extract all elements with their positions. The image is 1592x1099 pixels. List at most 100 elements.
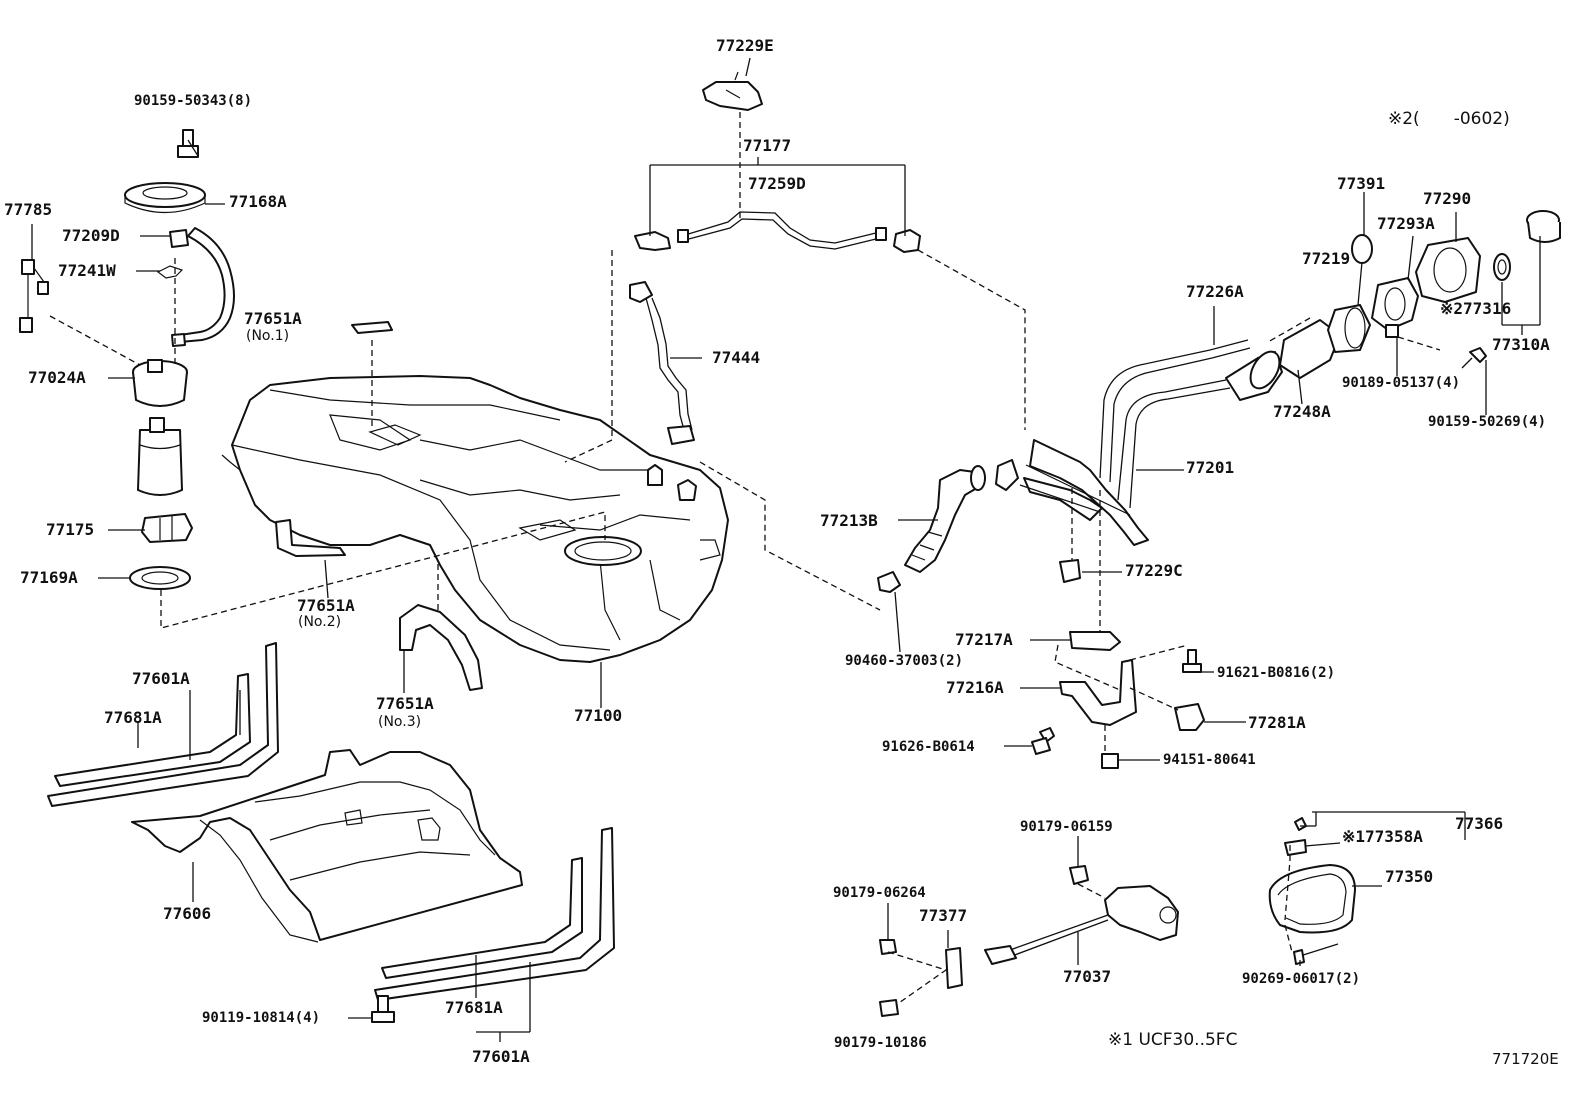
filter-77175 xyxy=(141,513,193,543)
label-77168A: 77168A xyxy=(229,192,287,211)
bolt-90119-10814 xyxy=(371,995,395,1023)
label-77293A: 77293A xyxy=(1377,214,1435,233)
label-77216A: 77216A xyxy=(946,678,1004,697)
gasket-77169A xyxy=(129,566,191,590)
clip-77241W xyxy=(156,265,184,279)
label-77444: 77444 xyxy=(712,348,761,367)
nut-90179-06264 xyxy=(879,939,897,955)
label-90269-06017: 90269-06017(2) xyxy=(1242,971,1361,987)
cap-77310A xyxy=(1526,210,1561,243)
breather-hose-77248A xyxy=(1279,319,1341,379)
fuel-tank-77100 xyxy=(221,375,729,663)
filler-pipe-77201 xyxy=(1019,339,1283,546)
label-77391: 77391 xyxy=(1337,174,1386,193)
label-77259D: 77259D xyxy=(748,174,806,193)
label-77213B: 77213B xyxy=(820,511,878,530)
bracket-77217A xyxy=(1069,631,1121,651)
label-90189-05137: 90189-05137(4) xyxy=(1342,375,1461,391)
label-90179-06159: 90179-06159 xyxy=(1020,819,1113,835)
clamp-90460-37003 xyxy=(877,459,1019,593)
label-77219: 77219 xyxy=(1302,249,1351,268)
label-77606: 77606 xyxy=(163,904,212,923)
nut-94151-80641 xyxy=(1101,753,1119,769)
label-77651A-no3: 77651A xyxy=(376,694,434,713)
label-77366: 77366 xyxy=(1455,814,1504,833)
label-77217A: 77217A xyxy=(955,630,1013,649)
gasket-77391 xyxy=(1351,234,1373,264)
label-90179-10186: 90179-10186 xyxy=(834,1035,927,1051)
bracket-77216A xyxy=(1059,659,1137,726)
bolt-90159-50343 xyxy=(177,129,199,158)
fuel-door-77350 xyxy=(1268,864,1356,934)
vent-tube-77259D xyxy=(634,211,921,253)
label-77100: 77100 xyxy=(574,706,623,725)
label-77651A-no1: 77651A xyxy=(244,309,302,328)
label-77601A-lower: 77601A xyxy=(472,1047,530,1066)
label-77209D: 77209D xyxy=(62,226,120,245)
label-77358A: ※177358A xyxy=(1342,827,1423,846)
retainer-ring-77168A xyxy=(124,182,206,214)
label-77024A: 77024A xyxy=(28,368,86,387)
gasket-77316 xyxy=(1493,253,1511,281)
label-77229C: 77229C xyxy=(1125,561,1183,580)
label-77601A-upper: 77601A xyxy=(132,669,190,688)
lock-actuator-77037 xyxy=(984,885,1179,965)
label-91621-B0816: 91621-B0816(2) xyxy=(1217,665,1336,681)
screw-90269-06017 xyxy=(1293,943,1339,965)
packing-77293A xyxy=(1371,277,1419,331)
tube-77444 xyxy=(629,281,695,445)
label-77651A-no1-sub: (No.1) xyxy=(246,328,290,344)
label-94151-80641: 94151-80641 xyxy=(1163,752,1256,768)
label-77651A-no3-sub: (No.3) xyxy=(378,714,422,730)
label-77316: ※277316 xyxy=(1440,299,1512,318)
diagram-id: 771720E xyxy=(1492,1050,1559,1068)
bracket-77377 xyxy=(945,947,963,989)
gauge-sender-77785 xyxy=(19,259,49,333)
pump-bracket-77024A xyxy=(132,359,188,407)
label-90119-10814: 90119-10814(4) xyxy=(202,1010,321,1026)
fuel-line-tube-77209D xyxy=(169,227,235,347)
label-77290: 77290 xyxy=(1423,189,1472,208)
label-77651A-no2: 77651A xyxy=(297,596,355,615)
label-77241W: 77241W xyxy=(58,261,116,280)
leader-lines xyxy=(31,57,1541,1042)
cushion-77358A xyxy=(1284,839,1307,856)
grommet-90179-06159 xyxy=(1069,865,1089,885)
note-2: ※2( -0602) xyxy=(1388,109,1510,129)
label-77350: 77350 xyxy=(1385,867,1434,886)
bracket-77281A xyxy=(1174,703,1205,731)
label-91626-B0614: 91626-B0614 xyxy=(882,739,975,755)
label-77651A-no2-sub: (No.2) xyxy=(298,614,342,630)
label-77310A: 77310A xyxy=(1492,335,1550,354)
note-1: ※1 UCF30..5FC xyxy=(1108,1030,1238,1050)
label-90159-50269: 90159-50269(4) xyxy=(1428,414,1547,430)
label-90159-50343: 90159-50343(8) xyxy=(134,93,253,109)
label-77175: 77175 xyxy=(46,520,95,539)
label-90179-06264: 90179-06264 xyxy=(833,885,926,901)
label-77377: 77377 xyxy=(919,906,968,925)
protector-77651A-no2 xyxy=(275,519,346,557)
label-77229E: 77229E xyxy=(716,36,774,55)
bolt-91626-B0614 xyxy=(1031,727,1055,755)
clamp-77229C xyxy=(1059,559,1081,583)
label-77201: 77201 xyxy=(1186,458,1235,477)
hose-77213B xyxy=(904,465,986,573)
label-77037: 77037 xyxy=(1063,967,1112,986)
label-77785: 77785 xyxy=(4,200,53,219)
label-77281A: 77281A xyxy=(1248,713,1306,732)
bracket-77229E xyxy=(702,71,763,111)
label-77681A-lower: 77681A xyxy=(445,998,503,1017)
dashed-guides xyxy=(49,112,1441,1006)
label-77226A: 77226A xyxy=(1186,282,1244,301)
housing-77219 xyxy=(1327,304,1371,353)
screw-90159-50269 xyxy=(1461,347,1487,369)
under-cover-77606 xyxy=(131,749,523,943)
nut-90189-05137 xyxy=(1385,324,1399,338)
label-77177: 77177 xyxy=(743,136,792,155)
protector-77651A-no3 xyxy=(399,604,483,691)
label-77681A-upper: 77681A xyxy=(104,708,162,727)
fastener-91621-B0816 xyxy=(1182,649,1202,673)
nut-90179-10186 xyxy=(879,999,899,1017)
